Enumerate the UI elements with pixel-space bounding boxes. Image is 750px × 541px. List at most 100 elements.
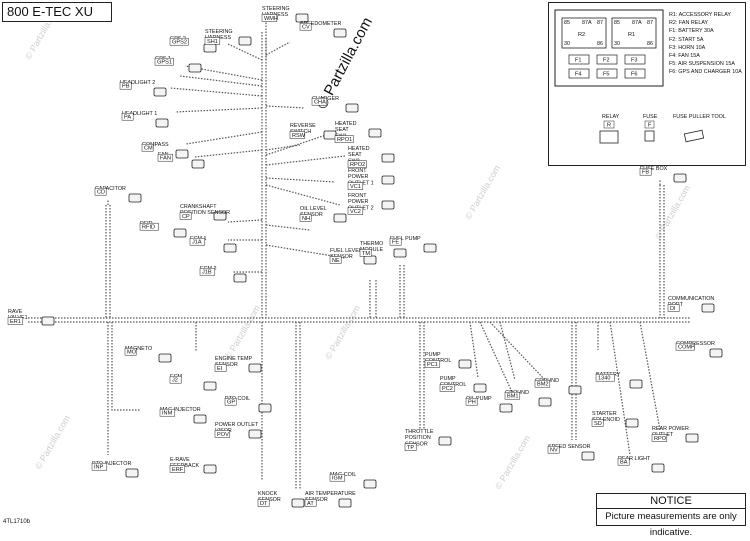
connector-pump-control2[interactable] <box>473 383 487 393</box>
connector-pto-injector[interactable] <box>125 468 139 478</box>
wire <box>169 87 263 97</box>
connector-label: PUMP <box>425 352 441 358</box>
fuse-slot <box>624 68 646 79</box>
fuse-part-name: FUSE <box>643 114 658 120</box>
connector-fan[interactable] <box>191 159 205 169</box>
connector-pto-coil[interactable] <box>258 403 272 413</box>
connector-icon <box>203 381 217 391</box>
connector-code: TP <box>407 445 414 451</box>
connector-front-power-outlet2[interactable] <box>381 200 395 210</box>
connector-heated-seat-sw1[interactable] <box>368 128 382 138</box>
connector-rear-light[interactable] <box>651 463 665 473</box>
connector-gps1[interactable] <box>188 63 202 73</box>
connector-code-box <box>347 182 364 190</box>
connector-fuse-box[interactable] <box>673 173 687 183</box>
connector-code: AT <box>307 501 314 507</box>
connector-rear-power-outlet[interactable] <box>685 433 699 443</box>
connector-icon <box>295 13 309 23</box>
connector-oil-level-sensor[interactable] <box>333 213 347 223</box>
connector-ground-bm1[interactable] <box>538 397 552 407</box>
connector-icon <box>188 63 202 73</box>
connector-air-temp-sensor[interactable] <box>338 498 352 508</box>
connector-headlight1[interactable] <box>155 118 169 128</box>
connector-code: PC2 <box>442 386 453 392</box>
connector-ecm1[interactable] <box>223 243 237 253</box>
connector-code: PA <box>124 115 131 121</box>
legend-item: F2: START 5A <box>669 36 704 43</box>
connector-code-box <box>424 360 441 368</box>
connector-label: CRANKSHAFT <box>180 204 217 210</box>
connector-code: VC2 <box>350 209 361 215</box>
connector-label: ENGINE TEMP <box>215 356 252 362</box>
connector-label: POWER <box>348 199 368 205</box>
connector-code-box <box>169 37 189 46</box>
connector-oil-pump[interactable] <box>499 403 513 413</box>
connector-capacitor[interactable] <box>128 193 142 203</box>
connector-icon <box>625 418 639 428</box>
connector-thermo-module[interactable] <box>393 248 407 258</box>
relay-r2-pin-30: 30 <box>564 41 570 47</box>
connector-speedometer[interactable] <box>333 28 347 38</box>
connector-code-box <box>94 187 107 196</box>
connector-code-box <box>169 465 186 473</box>
connector-mag-injector[interactable] <box>193 414 207 424</box>
connector-rave-valve1[interactable] <box>41 316 55 326</box>
connector-label: HEATED <box>348 146 370 152</box>
connector-label: THROTTLE <box>405 429 434 435</box>
connector-compass[interactable] <box>175 149 189 159</box>
connector-pump-control1[interactable] <box>458 359 472 369</box>
relay-part-icon <box>599 130 619 144</box>
connector-icon <box>581 451 595 461</box>
connector-gps2[interactable] <box>203 43 217 53</box>
connector-knock-sensor[interactable] <box>291 498 305 508</box>
connector-icon <box>258 403 272 413</box>
connector-charger[interactable] <box>345 103 359 113</box>
connector-engine-temp-sensor[interactable] <box>248 363 262 373</box>
connector-front-power-outlet1[interactable] <box>381 175 395 185</box>
connector-label: POWER OUTLET <box>215 422 259 428</box>
connector-icon <box>381 200 395 210</box>
connector-label: KNOCK <box>258 491 278 497</box>
connector-label: FRONT <box>348 193 367 199</box>
connector-icon <box>499 403 513 413</box>
connector-speed-sensor[interactable] <box>581 451 595 461</box>
connector-erave-feedback[interactable] <box>203 464 217 474</box>
connector-icon <box>248 363 262 373</box>
connector-ecm-j2[interactable] <box>203 381 217 391</box>
connector-throttle-position-sensor[interactable] <box>438 436 452 446</box>
connector-icon <box>203 464 217 474</box>
connector-mag-coil[interactable] <box>363 479 377 489</box>
connector-code-box <box>667 304 680 312</box>
connector-headlight2[interactable] <box>153 87 167 97</box>
connector-starter-solenoid[interactable] <box>625 418 639 428</box>
connector-fuel-pump[interactable] <box>423 243 437 253</box>
relay-r2-outline <box>561 17 607 49</box>
connector-code: J1A <box>192 240 202 246</box>
legend-item: F4: FAN 15A <box>669 53 700 60</box>
connector-label: REVERSE <box>290 123 316 129</box>
connector-code-box <box>591 419 604 427</box>
connector-communication-port[interactable] <box>701 303 715 313</box>
connector-compressor[interactable] <box>709 348 723 358</box>
connector-ground-bm2[interactable] <box>568 385 582 395</box>
connector-label: AIR TEMPERATURE <box>305 491 356 497</box>
connector-reverse-switch[interactable] <box>323 130 337 140</box>
connector-crankshaft-sensor[interactable] <box>213 211 227 221</box>
connector-fuel-level-sensor[interactable] <box>363 255 377 265</box>
connector-icon <box>155 118 169 128</box>
connector-code: J1B <box>202 270 212 276</box>
connector-code: RFID <box>142 225 155 231</box>
wire <box>111 322 140 411</box>
connector-magneto[interactable] <box>158 353 172 363</box>
connector-steering-harness-wmh[interactable] <box>295 13 309 23</box>
fuse-slot <box>568 68 590 79</box>
connector-label: OIL LEVEL <box>300 206 327 212</box>
relay-part-code-box <box>603 120 615 129</box>
connector-rfid[interactable] <box>173 228 187 238</box>
connector-power-outlet-visor[interactable] <box>248 429 262 439</box>
connector-icon <box>173 228 187 238</box>
connector-steering-harness-sh1[interactable] <box>238 36 252 46</box>
connector-battery[interactable] <box>629 379 643 389</box>
connector-ecm2[interactable] <box>233 273 247 283</box>
connector-heated-seat-sw2[interactable] <box>381 153 395 163</box>
